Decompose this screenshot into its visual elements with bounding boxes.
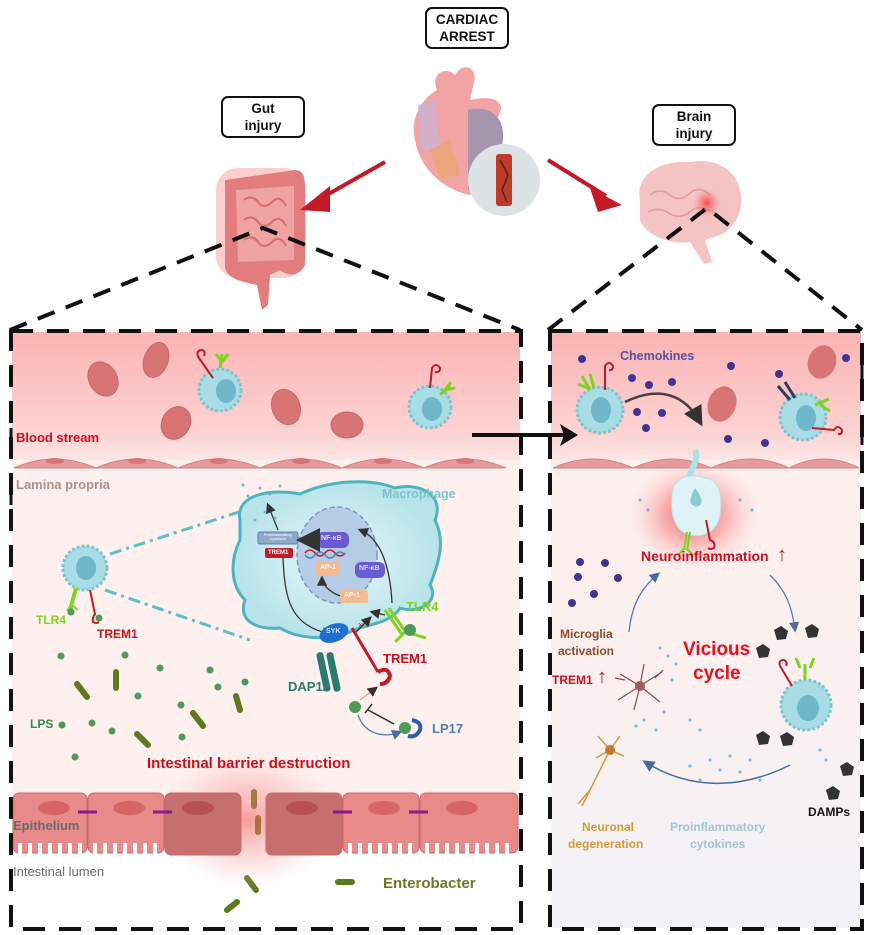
tlr4-label: TLR4 xyxy=(406,599,439,614)
lamina-propria-label: Lamina propria xyxy=(16,477,110,492)
nfkb-nucleus-label: NF-κB xyxy=(321,535,342,542)
cardiac-arrest-line1: CARDIAC xyxy=(435,12,499,27)
brain-panel-border xyxy=(548,329,864,931)
brain-injury-box: Brain injury xyxy=(652,104,736,146)
ap1-cytoplasm-label: AP-1 xyxy=(344,592,360,599)
arrow-to-gut xyxy=(300,160,386,212)
brain-injury-line1: Brain xyxy=(676,109,712,124)
arrow-to-brain xyxy=(546,158,622,212)
heart-illustration xyxy=(413,67,504,195)
vicious-cycle-line1: Vicious xyxy=(683,639,751,660)
trem1-up-arrow: ↑ xyxy=(597,666,607,688)
gut-illustration xyxy=(216,168,306,310)
syk-label: SYK xyxy=(326,628,341,635)
gut-injury-box: Gut injury xyxy=(221,96,305,138)
lps-label: LPS xyxy=(30,717,54,731)
cardiac-arrest-line2: ARREST xyxy=(439,29,495,44)
barrier-destruction-label: Intestinal barrier destruction xyxy=(147,755,351,772)
artery-inset xyxy=(468,144,540,216)
gut-zoom-lines xyxy=(9,225,521,332)
microglia-line2: activation xyxy=(558,644,615,658)
chemokines-label: Chemokines xyxy=(620,349,695,363)
neuronal-line1: Neuronal xyxy=(582,820,635,834)
macrophage-label: Macrophage xyxy=(382,487,456,501)
intestinal-lumen-label: Intestinal lumen xyxy=(13,864,105,879)
brain-panel xyxy=(551,332,864,928)
gut-to-brain-arrow xyxy=(472,424,578,446)
neuroinflammation-up-arrow: ↑ xyxy=(777,544,787,566)
neuroinflammation-label: Neuroinflammation xyxy=(641,548,769,564)
trem1-small-label: TREM1 xyxy=(97,627,138,641)
brain-illustration xyxy=(639,161,742,264)
gut-injury-line1: Gut xyxy=(251,101,275,116)
svg-text:×: × xyxy=(358,620,363,630)
dap12-label: DAP12 xyxy=(288,679,330,694)
lp17-label: LP17 xyxy=(432,721,464,736)
tlr4-small-label: TLR4 xyxy=(36,613,66,627)
brain-zoom-lines xyxy=(546,205,864,332)
trem1-box-label: TREM1 xyxy=(268,550,289,556)
cardiac-arrest-box: CARDIAC ARREST xyxy=(425,7,509,49)
microglia-line1: Microglia xyxy=(560,627,613,641)
blood-stream-label: Blood stream xyxy=(16,430,100,445)
vicious-cycle-line2: cycle xyxy=(693,663,741,684)
proinflammatory-line1: Proinflammatory xyxy=(670,820,766,834)
enterobacter-label: Enterobacter xyxy=(383,875,476,892)
neuronal-line2: degeneration xyxy=(568,837,644,851)
damps-label: DAMPs xyxy=(808,805,851,819)
gut-injury-line2: injury xyxy=(244,118,282,133)
trem1-label: TREM1 xyxy=(383,651,428,666)
brain-injury-line2: injury xyxy=(675,126,713,141)
gut-panel: × xyxy=(9,332,520,928)
proinflammatory-line2: cytokines xyxy=(690,837,746,851)
epithelium-label: Epithelium xyxy=(13,818,80,833)
proinflammatory-cytokines-box-label: Proinflammatory cytokines xyxy=(264,533,292,541)
gut-panel-border xyxy=(9,329,523,931)
ap1-nucleus-label: AP-1 xyxy=(320,564,336,571)
trem1-up-label: TREM1 xyxy=(552,673,593,687)
nfkb-cytoplasm-label: NF-κB xyxy=(359,565,380,572)
